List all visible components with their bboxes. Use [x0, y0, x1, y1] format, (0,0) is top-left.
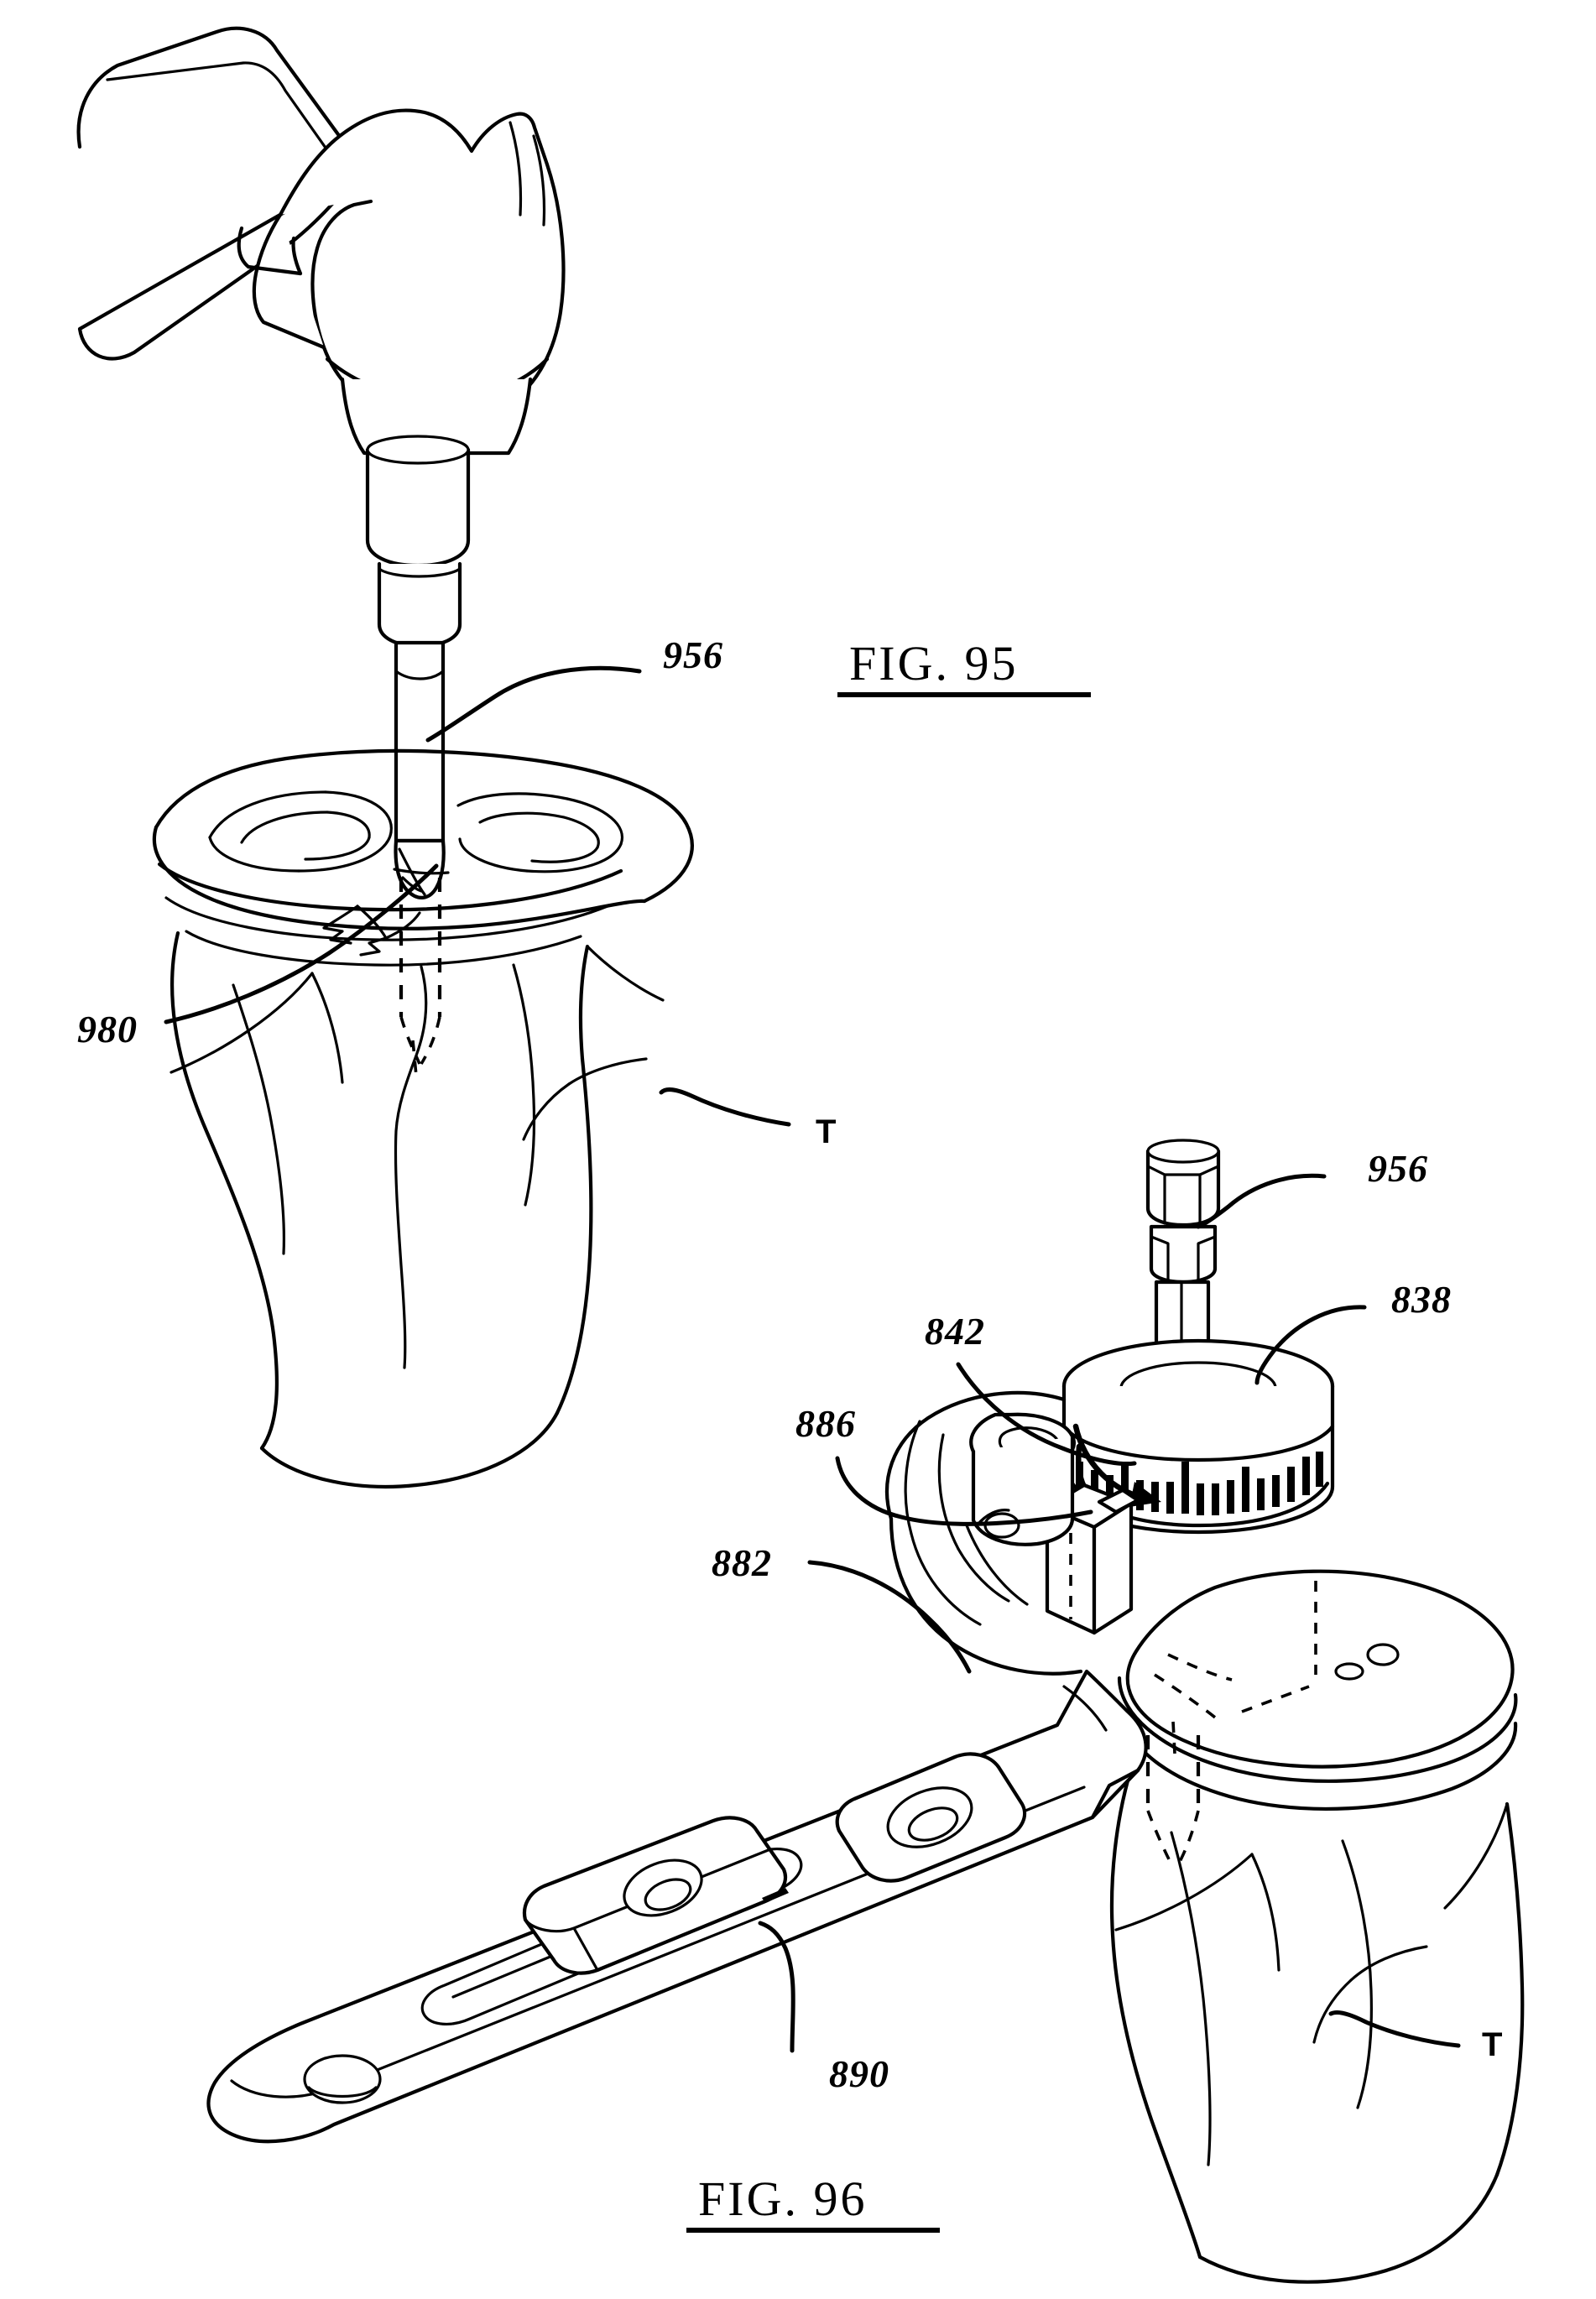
drilled-bore-dashed-fig96: [1145, 1653, 1233, 1869]
leader-T-lower: [1328, 2010, 1461, 2048]
drill-handpiece: [76, 26, 566, 456]
tibia-proximal-fig96: [1109, 1766, 1525, 2284]
drill-chuck: [365, 435, 471, 649]
fig96-leaders: [758, 1173, 1461, 2053]
bone-label-tibia-lower: T: [1482, 2026, 1502, 2063]
ref-label-838: 838: [1391, 1278, 1452, 1321]
handle-arm-890: [206, 1669, 1148, 2144]
leader-886: [835, 1456, 1093, 1526]
leader-956-lower: [1196, 1173, 1327, 1229]
leader-956-upper: [425, 665, 642, 743]
leader-T-upper: [659, 1087, 791, 1127]
ref-label-980: 980: [77, 1008, 138, 1050]
ref-label-886: 886: [795, 1402, 856, 1445]
figure-96-title: FIG. 96: [698, 2171, 867, 2226]
ref-label-956-upper: 956: [663, 633, 723, 676]
leader-980: [164, 863, 439, 1024]
leader-842: [956, 1362, 1137, 1467]
drill-bit: [394, 640, 446, 899]
pawl-block-886: [1045, 1483, 1140, 1635]
leader-890: [758, 1921, 795, 2053]
ref-label-956-lower: 956: [1368, 1147, 1428, 1190]
tibial-plateau-disc: [1117, 1569, 1518, 1811]
figure-96-group: 956 838 842 886 882 890 T FIG. 96: [206, 1139, 1525, 2284]
tibia-proximal-fig95: [152, 748, 694, 1488]
bone-label-tibia-upper: T: [816, 1113, 836, 1150]
guide-body-882: [884, 1390, 1083, 1676]
figure-95-title: FIG. 95: [849, 636, 1018, 691]
figure-95-group: 956 980 T FIG. 95: [76, 26, 1091, 1488]
leader-838: [1254, 1305, 1367, 1385]
leader-882: [807, 1560, 972, 1674]
ref-label-882: 882: [712, 1541, 772, 1584]
ref-label-890: 890: [829, 2052, 889, 2095]
fig95-leaders: [164, 665, 791, 1127]
ref-label-842: 842: [925, 1310, 985, 1353]
